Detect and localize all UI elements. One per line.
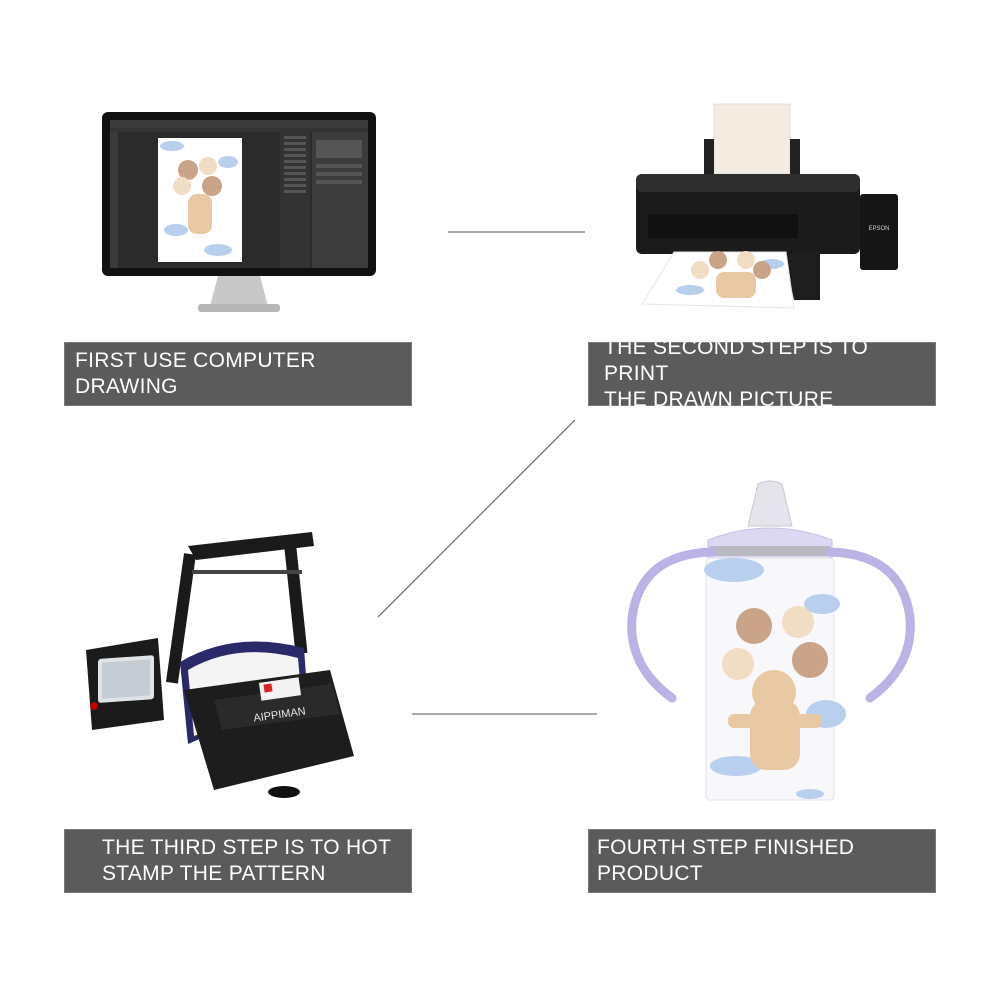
step-1-label: FIRST USE COMPUTER DRAWING xyxy=(64,342,412,406)
step-3-label-text: THE THIRD STEP IS TO HOT STAMP THE PATTE… xyxy=(102,836,392,885)
step-3-label: THE THIRD STEP IS TO HOT STAMP THE PATTE… xyxy=(64,829,412,893)
printer: EPSON xyxy=(636,103,898,309)
step-4-label: FOURTH STEP FINISHED PRODUCT xyxy=(588,829,936,893)
step-1-label-text: FIRST USE COMPUTER DRAWING xyxy=(75,349,316,398)
connector-step2-step3 xyxy=(377,419,576,618)
step-2-label-text: THE SECOND STEP IS TO PRINT THE DRAWN PI… xyxy=(604,336,869,411)
step-4-label-text: FOURTH STEP FINISHED PRODUCT xyxy=(597,836,855,885)
printer-brand: EPSON xyxy=(868,226,889,232)
computer-monitor xyxy=(102,112,376,312)
sippy-cup-product xyxy=(627,480,915,801)
heat-press-machine: AIPPIMAN xyxy=(86,532,354,798)
step-2-label: THE SECOND STEP IS TO PRINT THE DRAWN PI… xyxy=(588,336,936,411)
